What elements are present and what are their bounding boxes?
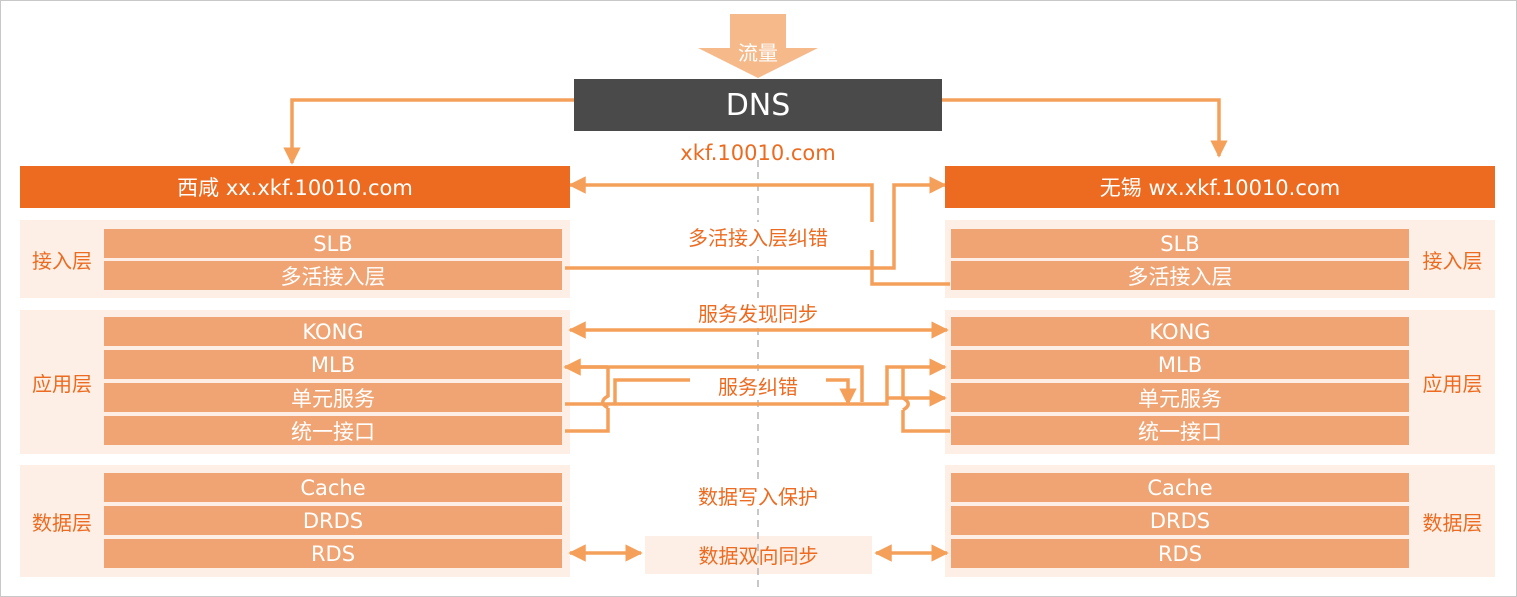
service-correction-label: 服务纠错 [690,371,826,399]
left-cache-box: Cache [104,473,562,502]
left-slb-box: SLB [104,229,562,258]
right-kong-box: KONG [951,317,1409,346]
data-sync-label: 数据双向同步 [698,543,819,568]
left-interface-up-line [565,408,610,433]
right-rds-box: RDS [951,539,1409,568]
right-slb-box: SLB [951,229,1409,258]
access-correction-label: 多活接入层纠错 [640,222,876,250]
right-cache-box: Cache [951,473,1409,502]
right-jump-line [901,367,910,412]
service-discovery-label: 服务发现同步 [640,298,876,326]
left-app-label: 应用层 [32,371,92,396]
right-mlb-box: MLB [951,350,1409,379]
left-unit-service-box: 单元服务 [104,383,562,412]
right-multi-active-access-box: 多活接入层 [951,261,1409,290]
traffic-label: 流量 [738,40,778,65]
right-app-label: 应用层 [1422,371,1483,396]
left-multi-active-access-box: 多活接入层 [104,261,562,290]
right-drds-box: DRDS [951,506,1409,535]
left-site-header: 西咸 xx.xkf.10010.com [20,166,570,208]
right-access-label: 接入层 [1422,248,1483,273]
left-jump-line [601,367,610,410]
right-interface-up-line [901,410,950,433]
access-correction-right-line [565,176,947,270]
dns-to-right-line [942,98,1228,158]
dns-box: DNS [574,79,942,131]
mlb-to-right-line [568,365,864,402]
left-rds-box: RDS [104,539,562,568]
dns-domain: xkf.10010.com [680,141,836,165]
data-sync-box [645,536,872,574]
traffic-arrow [698,14,818,78]
dns-to-left-line [283,98,574,165]
service-correction-top-line [565,358,947,406]
left-kong-box: KONG [104,317,562,346]
left-drds-box: DRDS [104,506,562,535]
right-unified-interface-box: 统一接口 [951,416,1409,445]
right-data-label: 数据层 [1422,510,1483,535]
left-access-label: 接入层 [32,248,92,273]
data-write-protect-label: 数据写入保护 [640,481,876,509]
right-unit-service-box: 单元服务 [951,383,1409,412]
left-mlb-box: MLB [104,350,562,379]
left-unified-interface-box: 统一接口 [104,416,562,445]
left-data-label: 数据层 [32,510,92,535]
right-site-header: 无锡 wx.xkf.10010.com [945,166,1495,208]
